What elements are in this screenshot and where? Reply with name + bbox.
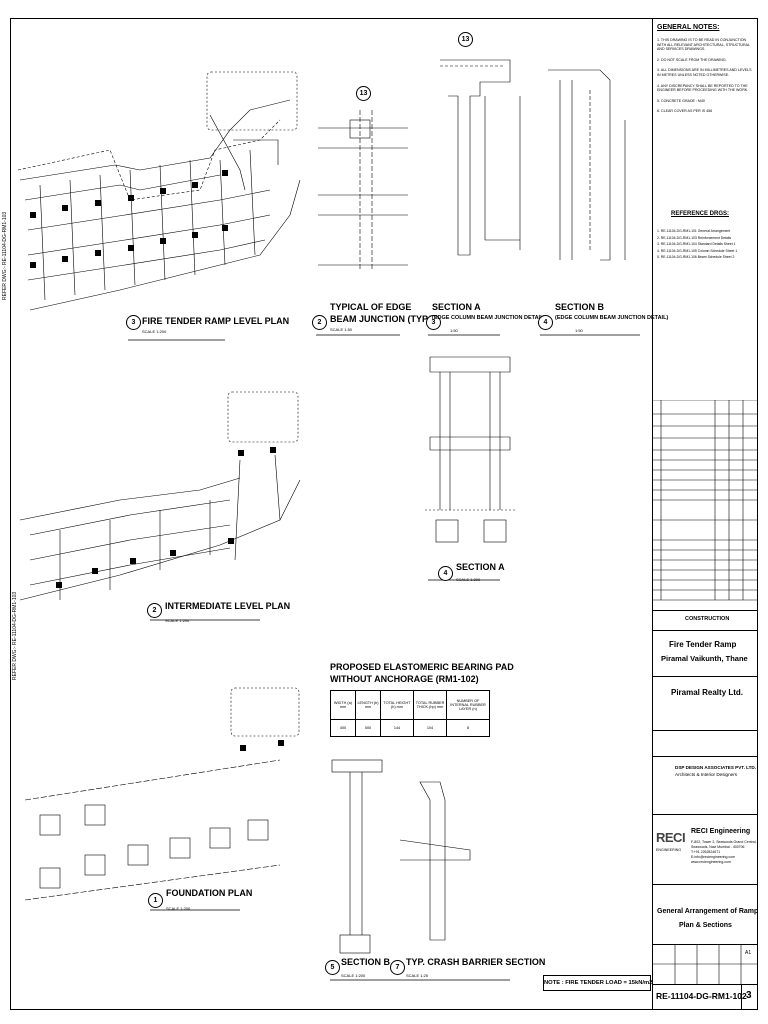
consultant-row	[653, 814, 757, 815]
architect-row	[653, 756, 757, 757]
spacer-row	[653, 730, 757, 731]
crash-barrier-title: TYP. CRASH BARRIER SECTION	[406, 957, 546, 967]
consultant-website: www.reciengineering.com	[691, 860, 731, 864]
meta-row	[653, 944, 757, 945]
general-note-item: 4. ANY DISCREPANCY SHALL BE REPORTED TO …	[657, 83, 749, 93]
header-height: TOTAL HEIGHT (h) mm	[380, 690, 414, 720]
drawing-title-2: Plan & Sections	[679, 922, 732, 929]
view-bubble-section-a-mid: 4	[438, 566, 453, 581]
title-block: GENERAL NOTES: 1. THIS DRAWING IS TO BE …	[652, 18, 758, 1010]
meta-grid	[653, 944, 757, 984]
edge-beam-scale: SCALE 1:50	[330, 327, 353, 332]
header-length: LENGTH (b) mm	[355, 690, 381, 720]
sheet-size: A1	[745, 950, 752, 956]
revision-number: 3	[746, 990, 752, 1001]
client-name: Piramal Realty Ltd.	[671, 688, 744, 697]
drawing-sheet	[10, 18, 758, 1010]
table-row: 400 500 144 104 8	[330, 719, 490, 737]
consultant-address-2: Seawoods, Navi Mumbai - 400706	[691, 845, 745, 849]
value-width: 400	[330, 719, 356, 737]
bearing-pad-table: WIDTH (a) mm LENGTH (b) mm TOTAL HEIGHT …	[330, 690, 490, 737]
header-width: WIDTH (a) mm	[330, 690, 356, 720]
value-height: 144	[380, 719, 414, 737]
view-bubble-section-b-bottom: 5	[325, 960, 340, 975]
drawing-status: CONSTRUCTION	[685, 616, 730, 622]
view-bubble-section-a: 3	[426, 315, 441, 330]
intermediate-plan-title: INTERMEDIATE LEVEL PLAN	[165, 601, 291, 611]
drawing-number-row	[653, 984, 757, 985]
consultant-name: RECI Engineering	[691, 828, 751, 835]
project-name-1: Fire Tender Ramp	[669, 640, 737, 649]
general-note-item: 6. CLEAR COVER AS PER IS 456	[657, 109, 713, 114]
foundation-plan-scale: SCALE 1:200	[166, 906, 191, 911]
table-row: WIDTH (a) mm LENGTH (b) mm TOTAL HEIGHT …	[330, 690, 490, 720]
reference-drg-item: 2. RE-11104-DG-RM1-103 Reinforcement Det…	[657, 235, 732, 240]
refer-dwg-label-mid: REFER DWG:- RE-11104-DG-RM1-103	[12, 591, 18, 680]
section-a-top-subtitle: (EDGE COLUMN BEAM JUNCTION DETAIL)	[432, 315, 546, 321]
reference-drgs-heading: REFERENCE DRGS:	[671, 211, 730, 217]
general-note-item: 2. DO NOT SCALE FROM THE DRAWING.	[657, 57, 727, 62]
section-b-top-subtitle: (EDGE COLUMN BEAM JUNCTION DETAIL)	[555, 315, 669, 321]
crash-barrier-scale: SCALE 1:25	[406, 973, 429, 978]
revision-grid	[653, 400, 757, 601]
reference-drg-item: 1. RE-11104-DG-RM1-101 General Arrangeme…	[657, 229, 731, 233]
view-bubble-crash-barrier: 7	[390, 960, 405, 975]
section-b-top-title: SECTION B	[555, 302, 605, 312]
general-note-item: 5. CONCRETE GRADE : M40	[657, 98, 705, 103]
general-note-item: 3. ALL DIMENSIONS ARE IN MILLIMETRES AND…	[657, 68, 752, 77]
consultant-phone: T:+91 2262824671	[691, 850, 721, 854]
header-layers: NUMBER OF INTERNAL RUBBER LAYER (n)	[446, 690, 490, 720]
section-b-bottom-title: SECTION B	[341, 957, 391, 967]
edge-beam-title-1: TYPICAL OF EDGE	[330, 302, 412, 312]
bearing-pad-title-2: WITHOUT ANCHORAGE (RM1-102)	[330, 674, 479, 684]
view-bubble-fire-tender: 3	[126, 315, 141, 330]
reci-logo-sub: ENGINEERING	[656, 848, 682, 852]
section-b-top-scale: 1:50	[575, 328, 583, 333]
revision-divider	[741, 984, 742, 1010]
reference-drgs-list: 1. RE-11104-DG-RM1-101 General Arrangeme…	[657, 228, 737, 261]
view-bubble-intermediate: 2	[147, 603, 162, 618]
project-name-2: Piramal Vaikunth, Thane	[661, 654, 748, 663]
general-note-item: 1. THIS DRAWING IS TO BE READ IN CONJUNC…	[657, 38, 750, 52]
section-a-top-scale: 1:50	[450, 328, 458, 333]
drawing-number: RE-11104-DG-RM1-102	[656, 991, 747, 1001]
fire-tender-plan-title: FIRE TENDER RAMP LEVEL PLAN	[142, 316, 290, 326]
fire-tender-plan-scale: SCALE 1:200	[142, 329, 167, 334]
reference-drg-item: 3. RE-11104-DG-RM1-104 Standard Details …	[657, 242, 736, 246]
reference-drg-item: 5. RE-11104-DG-RM1-106 Beam Schedule She…	[657, 255, 735, 259]
foundation-plan-title: FOUNDATION PLAN	[166, 888, 253, 898]
consultant-address-1: F-802, Tower 2, Seawoods Grand Central,	[691, 840, 757, 844]
fire-tender-load-note: NOTE : FIRE TENDER LOAD = 15kN/m2	[543, 975, 652, 991]
reci-logo: RECI	[656, 830, 686, 845]
edge-beam-title-2: BEAM JUNCTION (TYP.)	[330, 314, 433, 324]
project-row	[653, 630, 757, 631]
section-a-mid-scale: SCALE 1:200	[456, 577, 481, 582]
edge-beam-grid-bubble: 13	[356, 86, 371, 101]
section-a-top-title: SECTION A	[432, 302, 481, 312]
view-bubble-foundation: 1	[148, 893, 163, 908]
section-b-bottom-scale: SCALE 1:200	[341, 973, 366, 978]
general-notes-list: 1. THIS DRAWING IS TO BE READ IN CONJUNC…	[657, 38, 755, 114]
client-row	[653, 676, 757, 677]
reference-drg-item: 4. RE-11104-DG-RM1-105 Column Schedule S…	[657, 248, 738, 253]
value-rubber-thick: 104	[413, 719, 447, 737]
value-layers: 8	[446, 719, 490, 737]
value-length: 500	[355, 719, 381, 737]
bearing-pad-title-1: PROPOSED ELASTOMERIC BEARING PAD	[330, 662, 514, 672]
view-bubble-edge-beam: 2	[312, 315, 327, 330]
header-rubber-thick: TOTAL RUBBER THICK.(hp) mm	[413, 690, 447, 720]
drawing-title-row	[653, 884, 757, 885]
drawing-title-1: General Arrangement of Ramp	[657, 908, 759, 915]
refer-dwg-label-top: REFER DWG:- RE-11104-DG-RM1-103	[2, 211, 8, 300]
intermediate-plan-scale: SCALE 1:200	[165, 618, 190, 623]
general-notes-heading: GENERAL NOTES:	[657, 24, 720, 31]
view-bubble-section-b: 4	[538, 315, 553, 330]
section-a-grid-bubble: 13	[458, 32, 473, 47]
architect-sub: Architects & Interior Designers	[675, 772, 738, 777]
status-row	[653, 610, 757, 611]
architect-name: DSP DESIGN ASSOCIATES PVT. LTD.	[675, 765, 756, 770]
section-a-mid-title: SECTION A	[456, 562, 505, 572]
consultant-email: E:info@reciengineering.com	[691, 855, 736, 859]
